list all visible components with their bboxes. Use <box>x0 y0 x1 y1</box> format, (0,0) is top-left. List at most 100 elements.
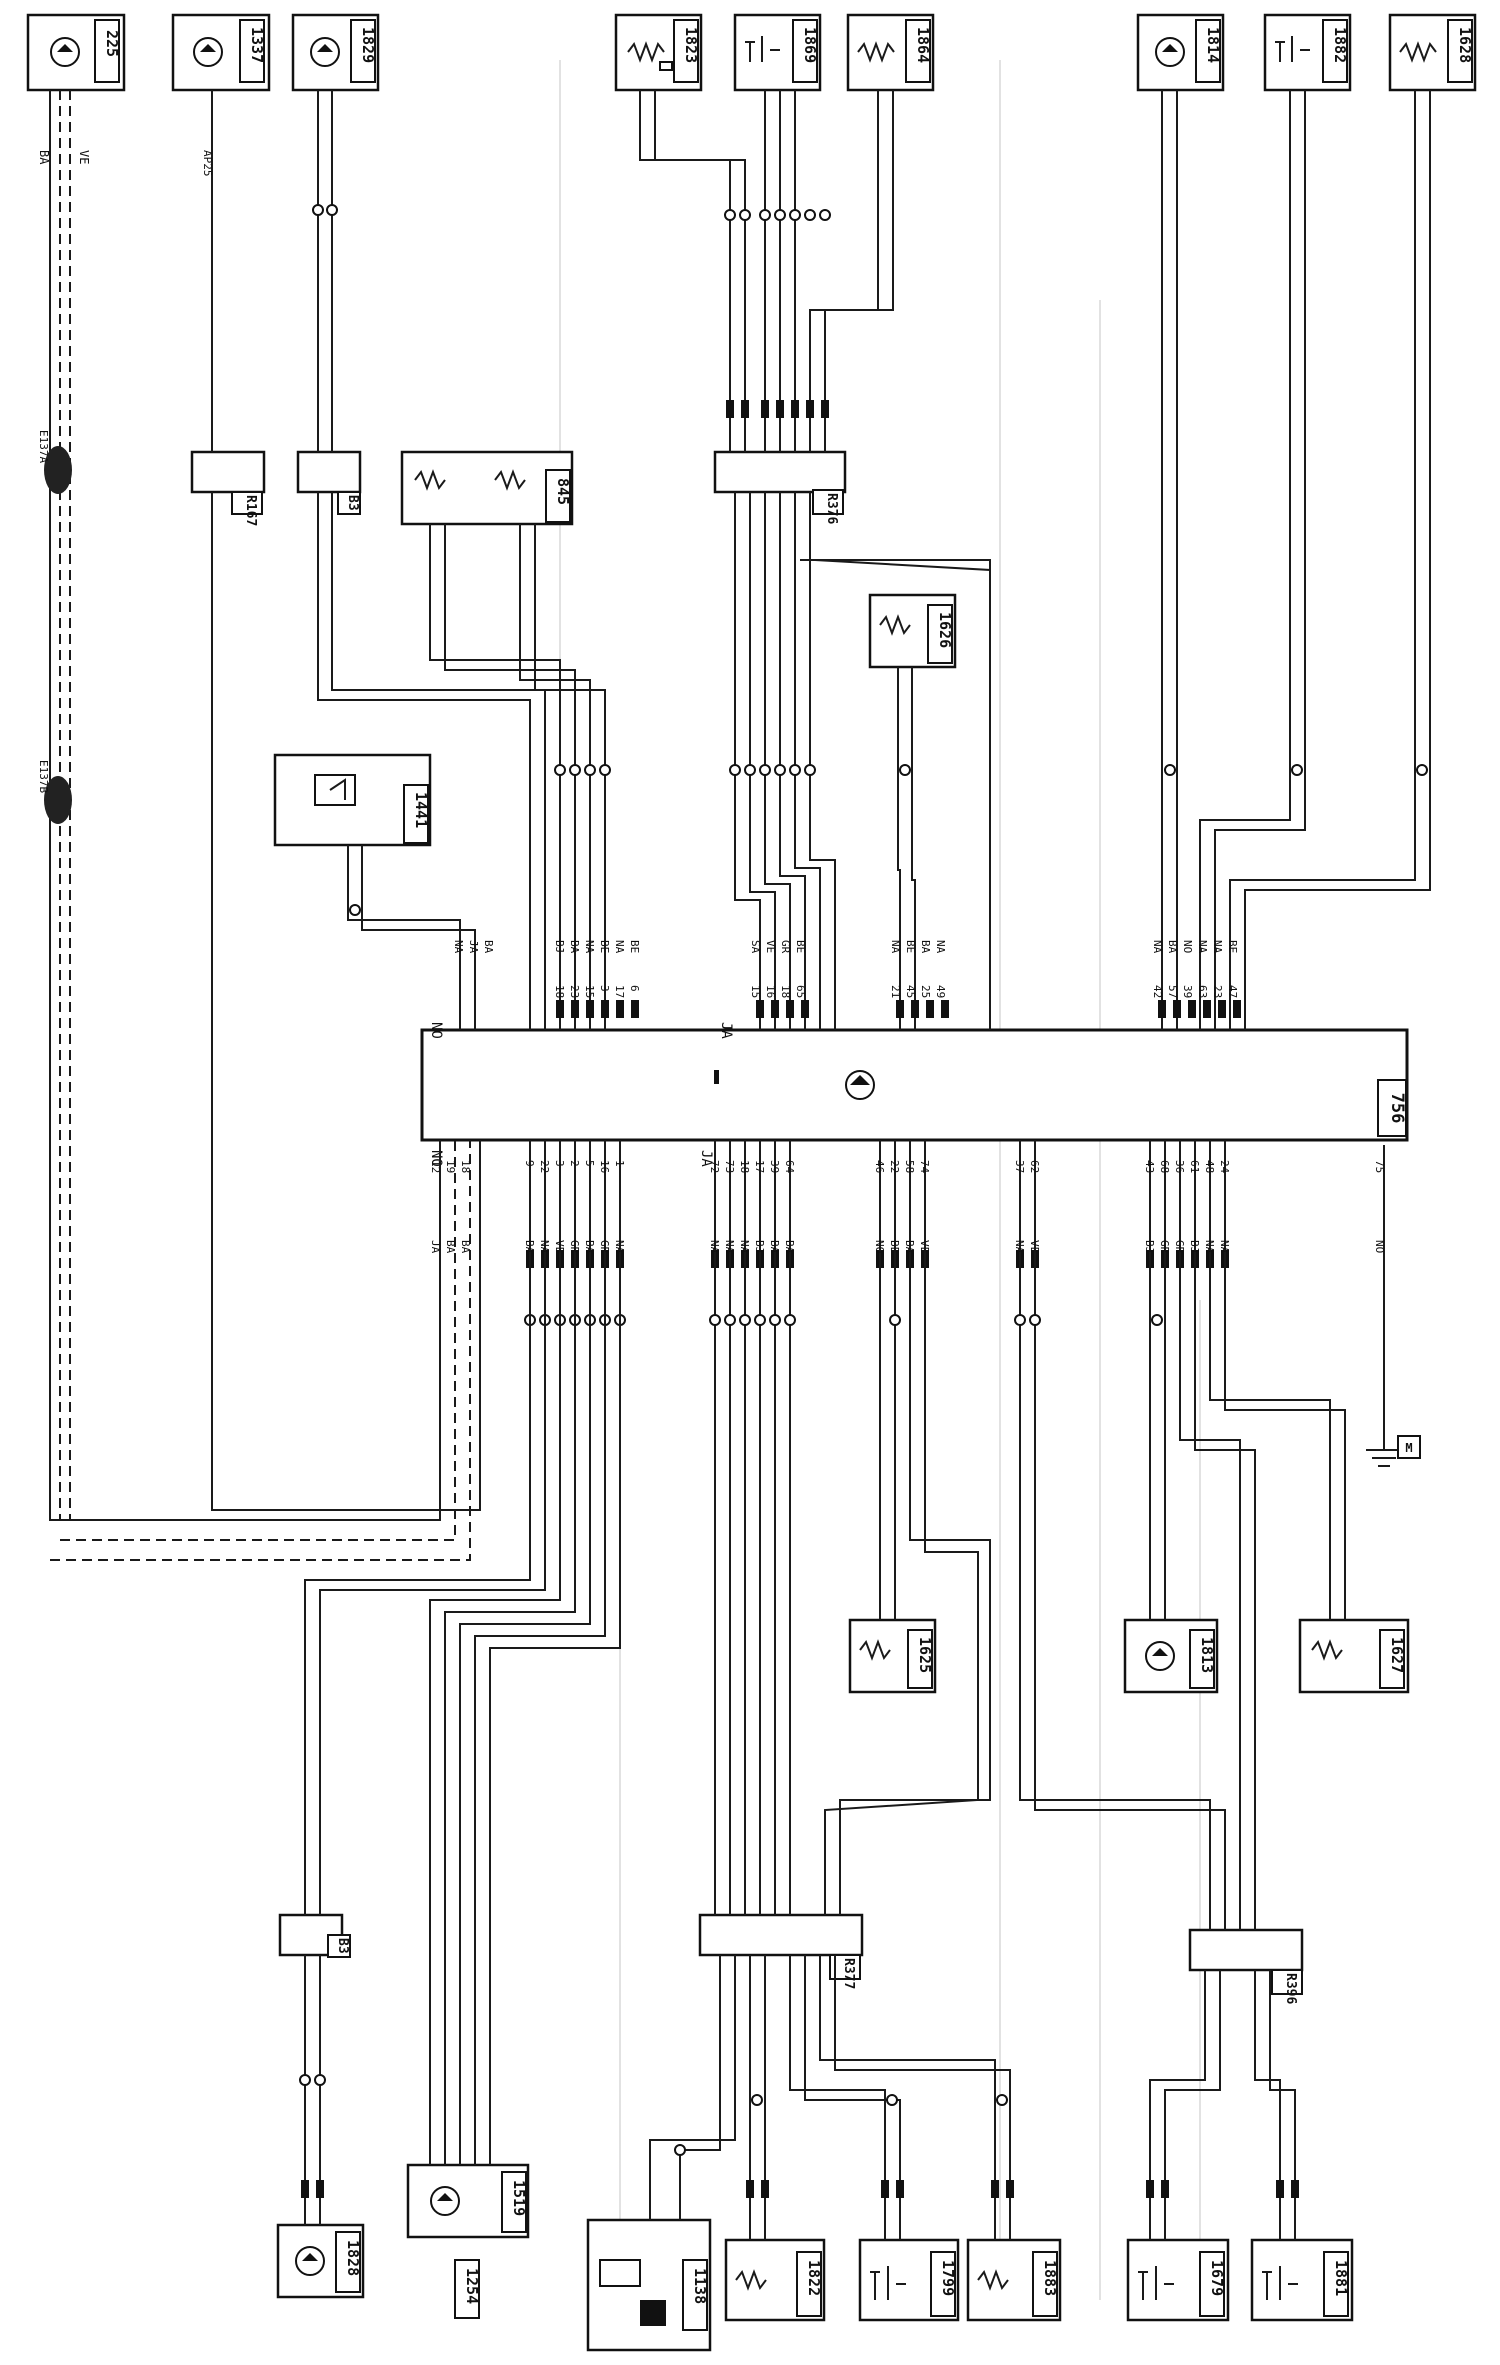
component-1519-id: 1519 <box>510 2180 528 2216</box>
sleeve-mid-1 <box>771 1000 779 1018</box>
component-1519: 1519 <box>406 2163 530 2239</box>
wire-unit-1519-3 <box>474 1140 606 2165</box>
wire-r376-unit-0 <box>734 492 761 1030</box>
label-lower-r-color-0: NO <box>873 1240 886 1253</box>
label-far-pin-4: 23 <box>1211 985 1224 998</box>
label-lower-left-color-1: BA <box>444 1240 457 1254</box>
component-1814: 1814 <box>1136 13 1225 92</box>
sleeve-bottom-mid-0 <box>746 2180 754 2198</box>
sleeve-r376-top-5 <box>806 400 814 418</box>
unit-connector-top-label: NO <box>428 1022 444 1039</box>
component-1138: 1138 <box>586 2218 712 2352</box>
connector-R377: R377 <box>698 1913 864 1989</box>
sleeve-bottom-right-3 <box>1291 2180 1299 2198</box>
sleeve-mid-2 <box>786 1000 794 1018</box>
label-lower-mid-pin-1: 73 <box>723 1160 736 1173</box>
label-lower-pin-0: 9 <box>523 1160 536 1167</box>
label-upper-pin-0: 18 <box>553 985 566 998</box>
wire-845-0 <box>429 524 561 1030</box>
wire-1441-a <box>347 845 461 1030</box>
label-lower-far-color-1: GR <box>1158 1240 1171 1254</box>
wire-unit-r396b-0 <box>1179 1140 1241 1930</box>
splice-lower-mid-1 <box>724 1314 736 1326</box>
wire-r396-1881-0 <box>1254 1970 1281 2240</box>
splice-845-2 <box>584 764 596 776</box>
sleeve-bottom-mid-1 <box>761 2180 769 2198</box>
splice-r376-top-3 <box>774 209 786 221</box>
label-upper-pin-3: 3 <box>598 985 611 992</box>
splice-845-1 <box>569 764 581 776</box>
label-lower-pin-6: 1 <box>613 1160 626 1167</box>
sleeve-r376-top-1 <box>741 400 749 418</box>
label-lower-mid-pin-3: 17 <box>753 1160 766 1173</box>
wire-1626-0 <box>897 667 901 1030</box>
label-far-color-3: NA <box>1196 940 1209 954</box>
wire-unit-r377b-0 <box>839 1140 991 1915</box>
label-upper-color-2: NA <box>583 940 596 954</box>
label-left-color-1: JA <box>467 940 480 954</box>
component-1881: 1881 <box>1250 2238 1354 2322</box>
splice-r376-bottom-3 <box>774 764 786 776</box>
misc-label-1254: 1254 <box>454 2259 481 2319</box>
wire-r376-unit-2 <box>764 492 791 1030</box>
sleeve-bottom-right-1 <box>1161 2180 1169 2198</box>
label-upper-color-1: BA <box>568 940 581 954</box>
splice-lower-mid-2 <box>739 1314 751 1326</box>
component-1882: 1882 <box>1263 13 1352 92</box>
component-1679-id: 1679 <box>1208 2260 1226 2296</box>
wire-r376-unit-5 <box>809 492 836 1030</box>
splice-1829-b <box>326 204 338 216</box>
label-lower-pin-2: 3 <box>553 1160 566 1167</box>
wire-unit-r396-1 <box>1034 1140 1226 1930</box>
unit-connector-bottom2-label: JA <box>698 1150 714 1167</box>
component-225-id: 225 <box>103 30 121 57</box>
splice-bottom-mid-1 <box>886 2094 898 2106</box>
wire-unit-1627-1 <box>1224 1140 1346 1620</box>
sleeve-r-0 <box>896 1000 904 1018</box>
label-far-pin-3: 63 <box>1196 985 1209 998</box>
sleeve-upper-0 <box>556 1000 564 1018</box>
wire-1864-0 <box>809 90 879 452</box>
splice-lower-mid-5 <box>784 1314 796 1326</box>
connector-R376: R376 <box>713 450 847 524</box>
component-1883-id: 1883 <box>1041 2260 1059 2296</box>
label-lower-mid-color-0: NA <box>708 1240 721 1254</box>
component-1822: 1822 <box>724 2238 826 2322</box>
wire-r167-unit <box>211 492 481 1511</box>
label-lower-mid-color-3: BJ <box>753 1240 766 1253</box>
connector-R376-id: R376 <box>824 493 839 524</box>
wire-1628-1 <box>1244 90 1431 1030</box>
component-1829: 1829 <box>291 13 380 92</box>
label-far-color-1: BA <box>1166 940 1179 954</box>
wire-1882-0 <box>1199 90 1291 1030</box>
label-lower-pin-4: 5 <box>583 1160 596 1167</box>
connector-R167: R167 <box>190 450 266 526</box>
label-lower-far-color-4: NA <box>1203 1240 1216 1254</box>
label-1337-wire: AP25 <box>201 150 214 177</box>
label-far-pin-0: 42 <box>1151 985 1164 998</box>
splice-r376-bottom-2 <box>759 764 771 776</box>
sleeve-bottom-mid-4 <box>991 2180 999 2198</box>
label-r-pin-2: 25 <box>919 985 932 998</box>
label-left-color-0: NA <box>452 940 465 954</box>
splice-lower-mid-3 <box>754 1314 766 1326</box>
component-1337-id: 1337 <box>248 27 266 63</box>
label-r-pin-0: 21 <box>889 985 902 998</box>
label-upper-pin-1: 23 <box>568 985 581 998</box>
label-lower-r-pin-3: 74 <box>918 1160 931 1174</box>
label-mid-pin-3: 65 <box>794 985 807 998</box>
wire-845-3 <box>534 524 606 1030</box>
splice-845-3 <box>599 764 611 776</box>
sleeve-upper-1 <box>571 1000 579 1018</box>
label-ground-color: NO <box>1373 1240 1386 1253</box>
component-845: 845 <box>400 450 574 526</box>
label-lower-far-pin-1: 68 <box>1158 1160 1171 1173</box>
central-unit-756: 756 NO JA NO JA <box>420 1022 1409 1167</box>
wire-unit-1519-0 <box>429 1140 561 2165</box>
label-far-color-2: NO <box>1181 940 1194 953</box>
label-lower-far-pin-2: 36 <box>1173 1160 1186 1173</box>
splice-r376-top-4 <box>789 209 801 221</box>
wire-unit-r396-0 <box>1019 1140 1211 1930</box>
wire-unit-b3lower-1 <box>319 1140 546 1915</box>
wire-r396-1881-1 <box>1269 1970 1296 2240</box>
